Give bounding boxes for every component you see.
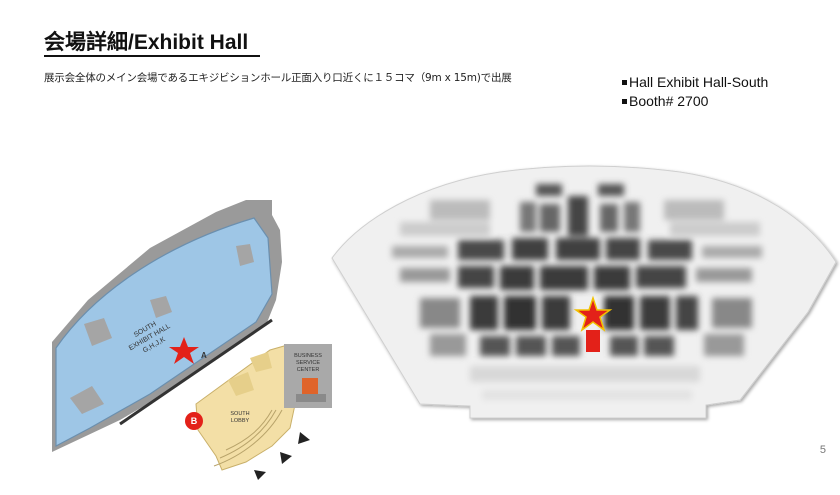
title-underline <box>44 55 260 57</box>
description-text: 展示会全体のメイン会場であるエキジビションホール正面入り口近くに１５コマ（9m … <box>44 72 512 84</box>
floor-plan-booth-grid <box>392 184 762 400</box>
entrance-arrow-icon <box>298 432 310 444</box>
hall-notch <box>150 296 172 318</box>
business-label-line1: BUSINESS <box>294 353 322 359</box>
south-exhibit-hall-area <box>55 217 273 447</box>
business-label-line3: CENTER <box>297 367 320 373</box>
hall-notch <box>84 318 112 346</box>
page-number: 5 <box>819 444 826 456</box>
lobby-label-line1: SOUTH <box>230 411 249 417</box>
booth-info-number-text: Booth# 2700 <box>629 93 709 109</box>
marker-b-label: B <box>191 416 198 426</box>
booth-info-list: Hall Exhibit Hall-South Booth# 2700 <box>622 73 768 111</box>
bullet-square-icon <box>622 80 627 85</box>
booth-2700-highlight <box>586 330 600 352</box>
business-service-center-base <box>296 394 326 402</box>
bullet-square-icon <box>622 99 627 104</box>
entrance-arrow-icon <box>254 470 266 480</box>
lobby-label-line2: LOBBY <box>231 418 250 424</box>
lobby-room <box>250 352 272 372</box>
exhibit-hall-floor-plan <box>331 165 837 419</box>
business-label-line2: SERVICE <box>296 360 320 366</box>
lobby-arc <box>219 409 277 459</box>
marker-b-circle <box>185 412 203 430</box>
booth-info-number: Booth# 2700 <box>622 92 768 111</box>
hall-notch <box>70 386 104 414</box>
south-hall-detail-map: SOUTH EXHIBIT HALL G,H,J,K A B BUSINESS … <box>52 200 332 480</box>
south-lobby-area <box>195 345 297 471</box>
business-service-center-room <box>302 378 318 396</box>
lobby-arc <box>225 409 273 451</box>
booth-info-hall-text: Hall Exhibit Hall-South <box>629 74 769 90</box>
hall-notch <box>236 244 254 266</box>
booth-location-star-icon <box>573 295 613 332</box>
page-title: 会場詳細/Exhibit Hall <box>44 31 249 54</box>
entrance-arrow-icon <box>280 452 292 464</box>
hall-wall-line <box>119 318 273 426</box>
booth-info-hall: Hall Exhibit Hall-South <box>622 73 768 92</box>
lobby-arc <box>213 409 283 467</box>
lobby-room <box>228 372 254 396</box>
marker-a-label: A <box>201 351 207 360</box>
booth-location-star-icon <box>169 337 199 364</box>
